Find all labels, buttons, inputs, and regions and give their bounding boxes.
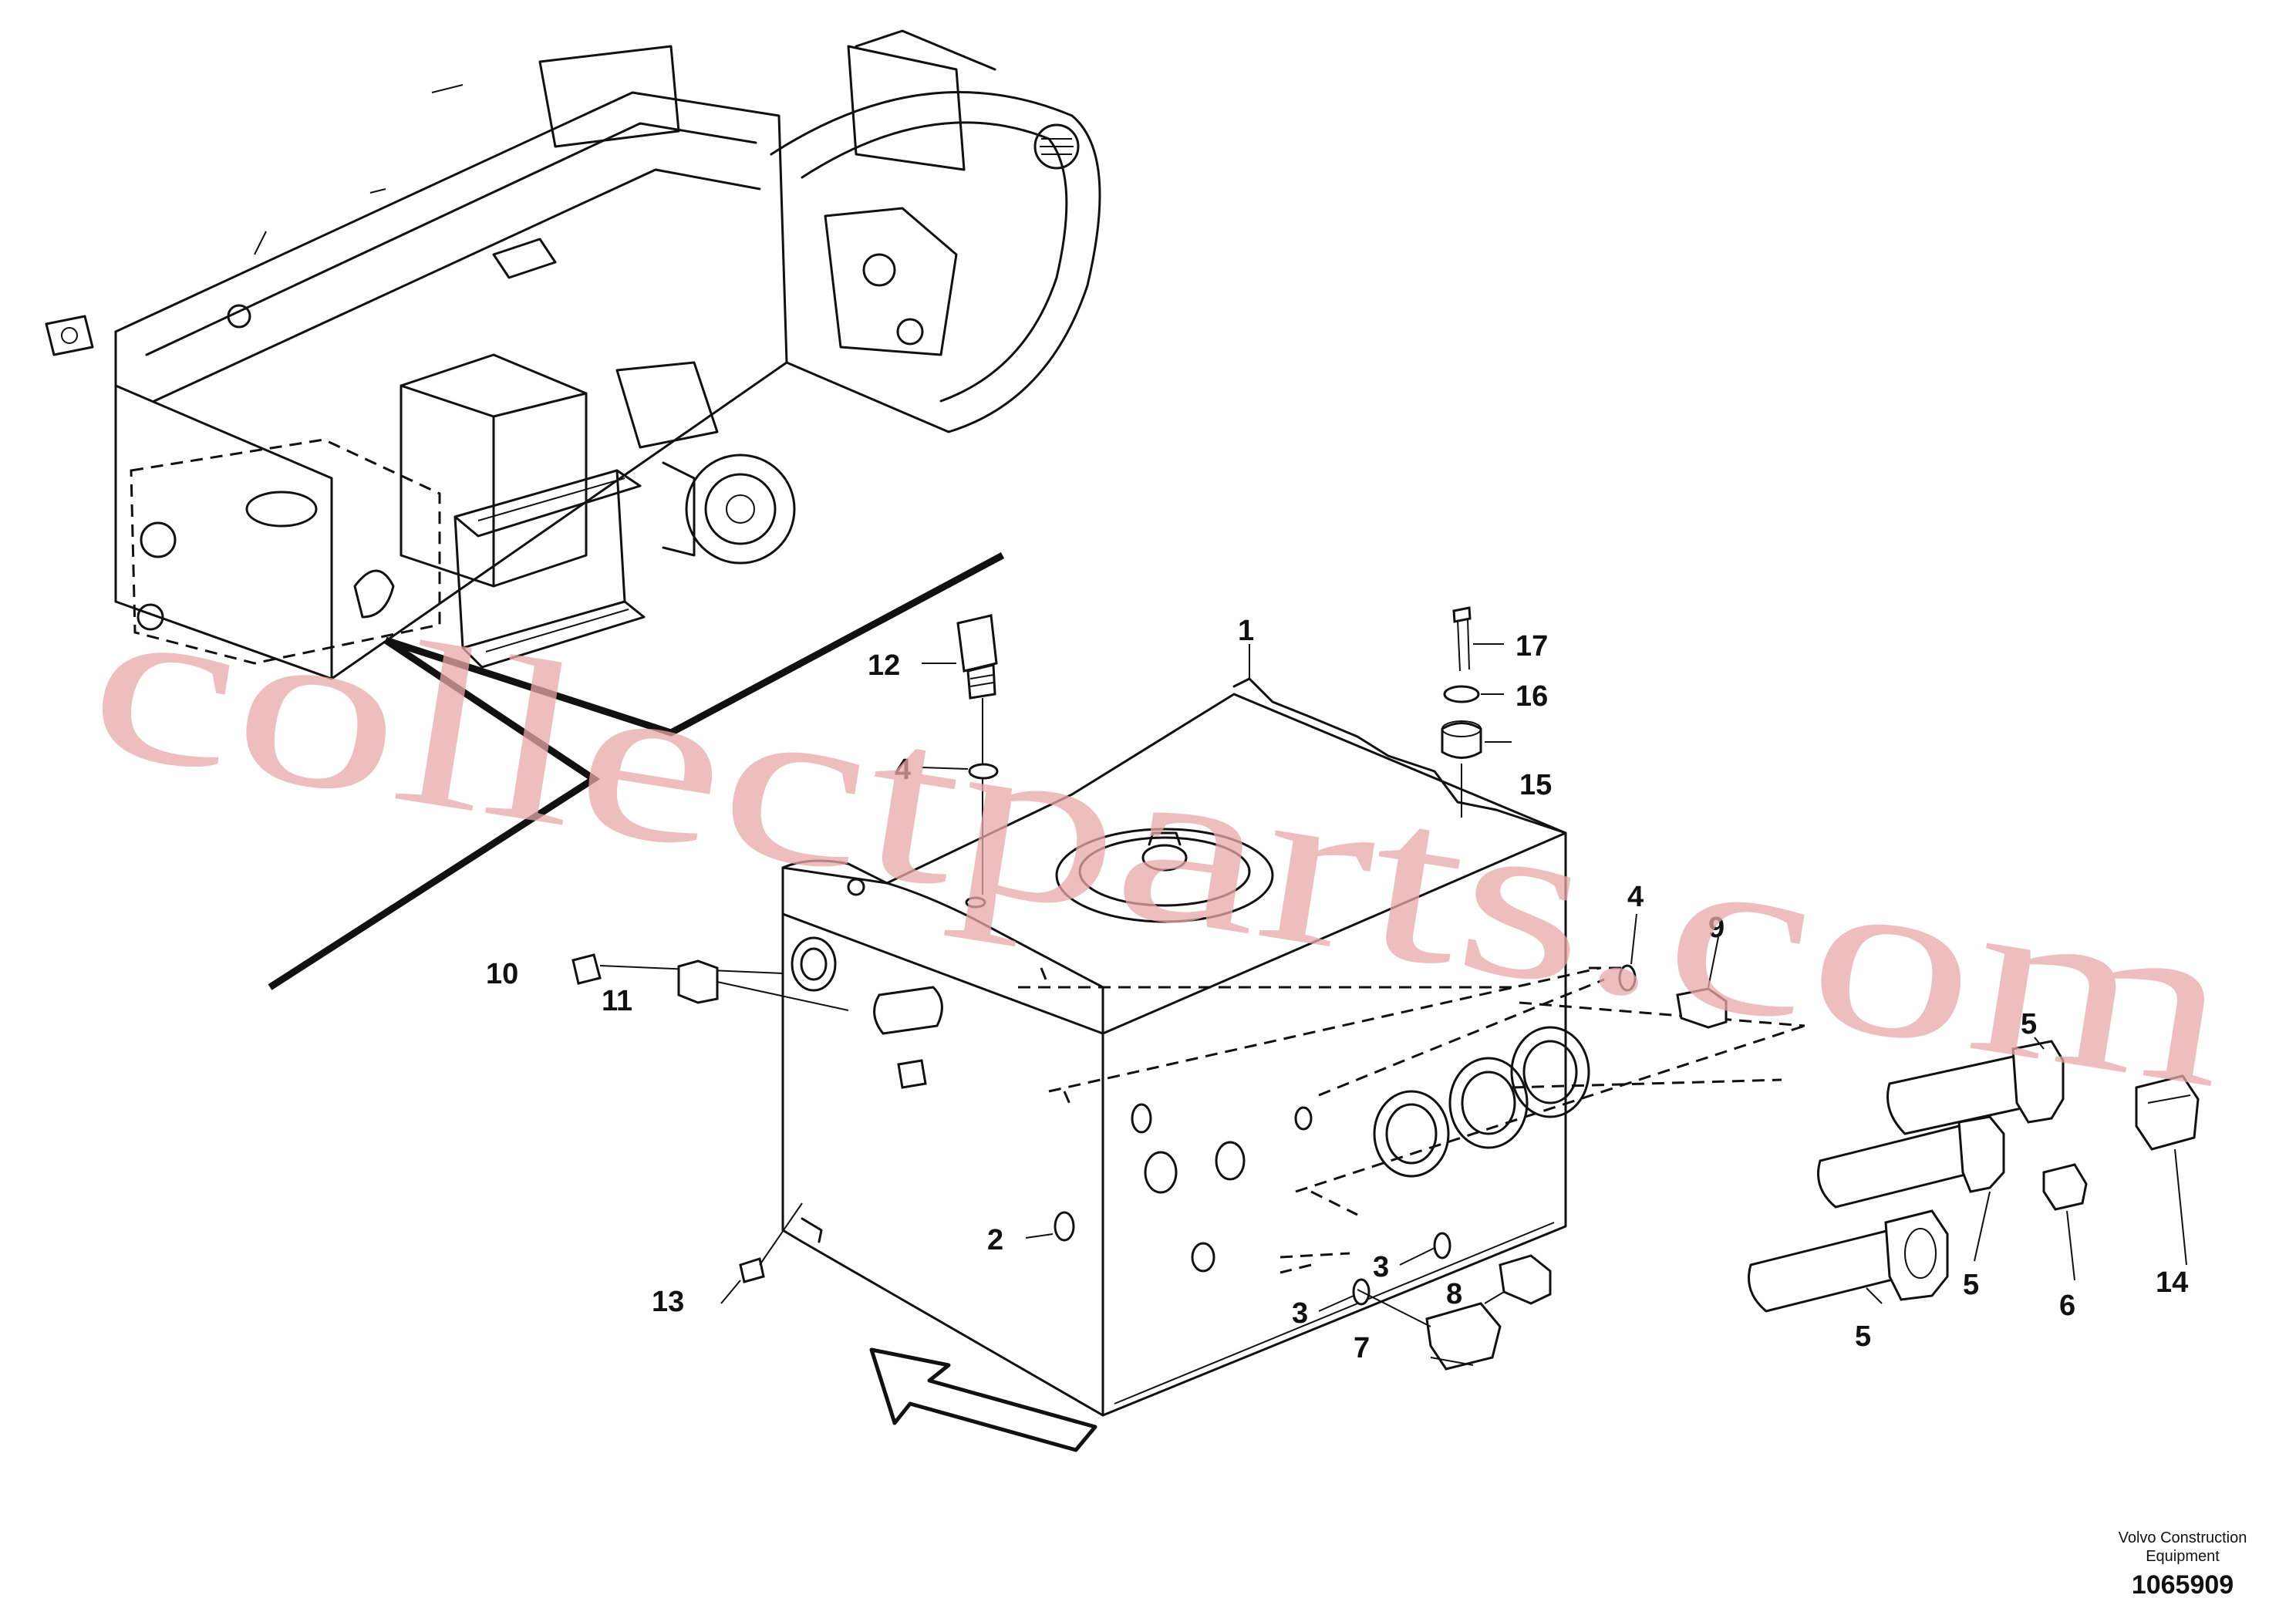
part-15 [1441,722,1482,759]
callout-9: 9 [1708,912,1725,944]
callout-12: 12 [868,649,900,682]
part-17 [1452,606,1472,623]
brand-line-2: Equipment [2146,1548,2220,1565]
part-13 [739,1257,765,1283]
part-12 [956,614,998,673]
callout-4a: 4 [895,754,911,786]
part-4-oring-top [968,763,999,780]
callout-5b: 5 [1963,1269,1979,1301]
hydraulic-tank [781,677,1590,1417]
callout-10: 10 [486,958,518,990]
document-number: 1065909 [2132,1570,2234,1600]
part-8 [1499,1254,1552,1305]
machine-frame-illustration [45,29,1101,680]
tank-parts [571,606,2200,1371]
part-7 [1425,1302,1502,1371]
part-6 [2042,1163,2088,1211]
part-14 [2135,1074,2200,1151]
callout-3b: 3 [1292,1297,1308,1330]
watermark-text: collectparts.com [75,545,2248,1137]
callout-6: 6 [2059,1290,2075,1322]
part-5-pipe-top [1886,1040,2065,1135]
part-3-oring-a [1433,1232,1451,1259]
view-direction-arrow [869,1347,1097,1452]
callout-5c: 5 [1855,1320,1871,1353]
callout-11: 11 [602,985,632,1017]
part-5-pipe-low [1748,1209,1949,1313]
callout-2: 2 [987,1224,1003,1256]
part-2 [1054,1211,1075,1242]
callout-8: 8 [1446,1278,1462,1310]
zoom-connector-lines [268,552,1005,990]
callout-16: 16 [1515,680,1548,713]
callout-14: 14 [2156,1266,2188,1299]
brand-line-1: Volvo Construction [2119,1529,2247,1546]
callout-5a: 5 [2021,1008,2037,1040]
callout-3a: 3 [1373,1251,1389,1283]
assembly-lines [1018,966,1805,1274]
callout-1: 1 [1238,615,1254,647]
part-11 [677,959,719,1004]
callout-7: 7 [1354,1332,1370,1364]
part-10 [571,953,602,985]
callout-17: 17 [1515,630,1548,663]
callout-4b: 4 [1627,881,1644,913]
leader-lines [720,643,2187,1366]
callout-15: 15 [1519,769,1552,801]
part-16 [1443,685,1480,703]
part-4-oring-right [1618,964,1637,992]
part-5-pipe-mid [1817,1115,2005,1209]
part-9 [1676,987,1728,1029]
callout-13: 13 [652,1286,684,1318]
callout-labels: 1 2 3 3 4 4 5 5 5 6 7 8 9 10 11 12 13 14… [486,615,2188,1364]
